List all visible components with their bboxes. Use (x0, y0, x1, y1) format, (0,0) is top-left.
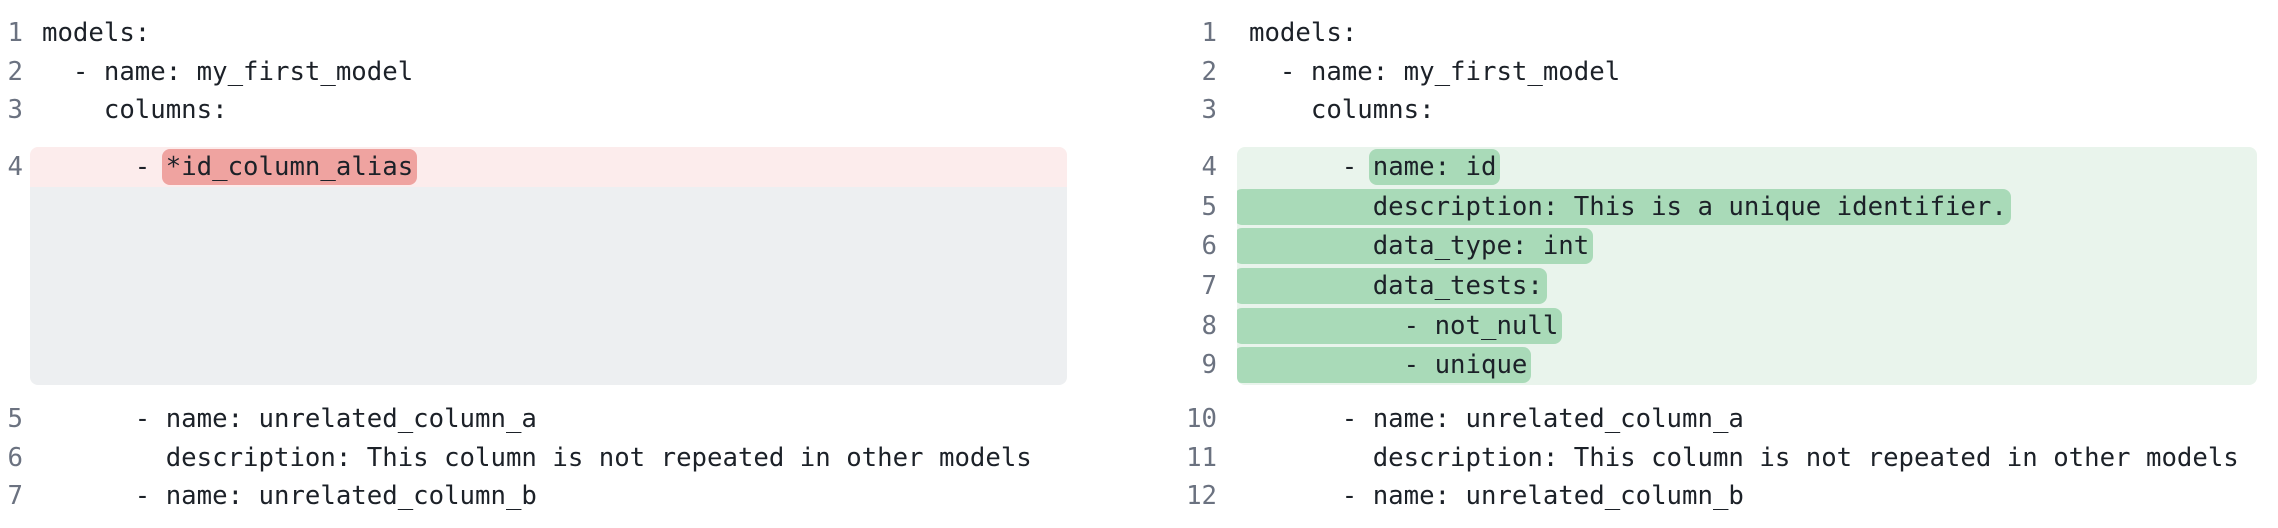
line-number: 9 (1201, 350, 1217, 381)
code-line: columns: (1237, 91, 2257, 130)
code-text: description: This column is not repeated… (42, 442, 1032, 473)
line-number: 3 (1201, 95, 1217, 126)
line-number: 12 (1186, 481, 1217, 512)
code-line: data_type: int (1237, 226, 2257, 267)
code-line: - name: unrelated_column_b (30, 477, 1067, 516)
removed-token: *id_column_alias (161, 148, 418, 185)
code-text: - (42, 151, 166, 182)
changed-chunk-gutter: 4 (0, 147, 30, 385)
code-line: - name: unrelated_column_b (1237, 477, 2257, 516)
code-line: - not_null (1237, 305, 2257, 346)
code-line: - name: id (1237, 147, 2257, 187)
code-text: columns: (1249, 95, 1435, 126)
code-line: - name: unrelated_column_a (1237, 400, 2257, 439)
pane-divider-gap (1067, 14, 1180, 516)
code-line: - *id_column_alias (30, 147, 1067, 187)
code-text: models: (42, 18, 151, 49)
added-token: - unique (1237, 347, 1532, 384)
added-token: data_type: int (1237, 228, 1594, 265)
code-text: - name: my_first_model (1249, 56, 1621, 87)
removed-lines-block: - *id_column_alias (30, 147, 1067, 386)
line-number: 6 (1201, 231, 1217, 262)
added-token: description: This is a unique identifier… (1237, 188, 2011, 225)
line-number: 6 (7, 442, 23, 473)
added-token: name: id (1368, 148, 1501, 185)
line-number: 2 (1201, 56, 1217, 87)
code-line: models: (30, 14, 1067, 53)
code-text: columns: (42, 95, 228, 126)
code-text: - name: my_first_model (42, 56, 414, 87)
line-number: 1 (7, 18, 23, 49)
line-number: 1 (1201, 18, 1217, 49)
line-number: 4 (7, 151, 23, 182)
code-line: - name: my_first_model (1237, 53, 2257, 92)
code-text: - name: unrelated_column_a (1249, 404, 1744, 435)
added-token: - not_null (1237, 307, 1563, 344)
code-line: - name: unrelated_column_a (30, 400, 1067, 439)
code-text: - name: unrelated_column_b (1249, 481, 1744, 512)
line-number: 3 (7, 95, 23, 126)
collapsed-gap-placeholder (30, 186, 1067, 386)
code-text: models: (1249, 18, 1358, 49)
changed-chunk-gutter: 4 5 6 7 8 9 (1180, 147, 1237, 385)
code-line: - name: my_first_model (30, 53, 1067, 92)
diff-pane-left: 1 2 3 4 5 6 7 models: - name: my_first_model c… (0, 14, 1067, 516)
code-line: columns: (30, 91, 1067, 130)
code-text: description: This column is not repeated… (1249, 442, 2239, 473)
line-number: 10 (1186, 404, 1217, 435)
line-number: 5 (7, 404, 23, 435)
code-line: description: This column is not repeated… (30, 439, 1067, 478)
code-line: models: (1237, 14, 2257, 53)
added-lines-block: - name: id description: This is a unique… (1237, 147, 2257, 386)
line-number: 11 (1186, 442, 1217, 473)
code-text: - name: unrelated_column_a (42, 404, 537, 435)
line-number: 8 (1201, 310, 1217, 341)
line-number: 2 (7, 56, 23, 87)
code-line: - unique (1237, 345, 2257, 386)
line-number-gutter-left: 1 2 3 4 5 6 7 (0, 14, 30, 516)
code-line: description: This column is not repeated… (1237, 439, 2257, 478)
collapsed-gap-spacer-gutter (0, 187, 30, 386)
code-text: - name: unrelated_column_b (42, 481, 537, 512)
line-number: 4 (1201, 151, 1217, 182)
code-content-right: models: - name: my_first_model columns: … (1237, 14, 2257, 516)
code-line: data_tests: (1237, 266, 2257, 306)
code-line: description: This is a unique identifier… (1237, 186, 2257, 227)
added-token: data_tests: (1237, 267, 1547, 304)
line-number: 7 (7, 481, 23, 512)
line-number: 5 (1201, 191, 1217, 222)
code-text: - (1249, 151, 1373, 182)
code-content-left: models: - name: my_first_model columns: … (30, 14, 1067, 516)
line-number: 7 (1201, 270, 1217, 301)
